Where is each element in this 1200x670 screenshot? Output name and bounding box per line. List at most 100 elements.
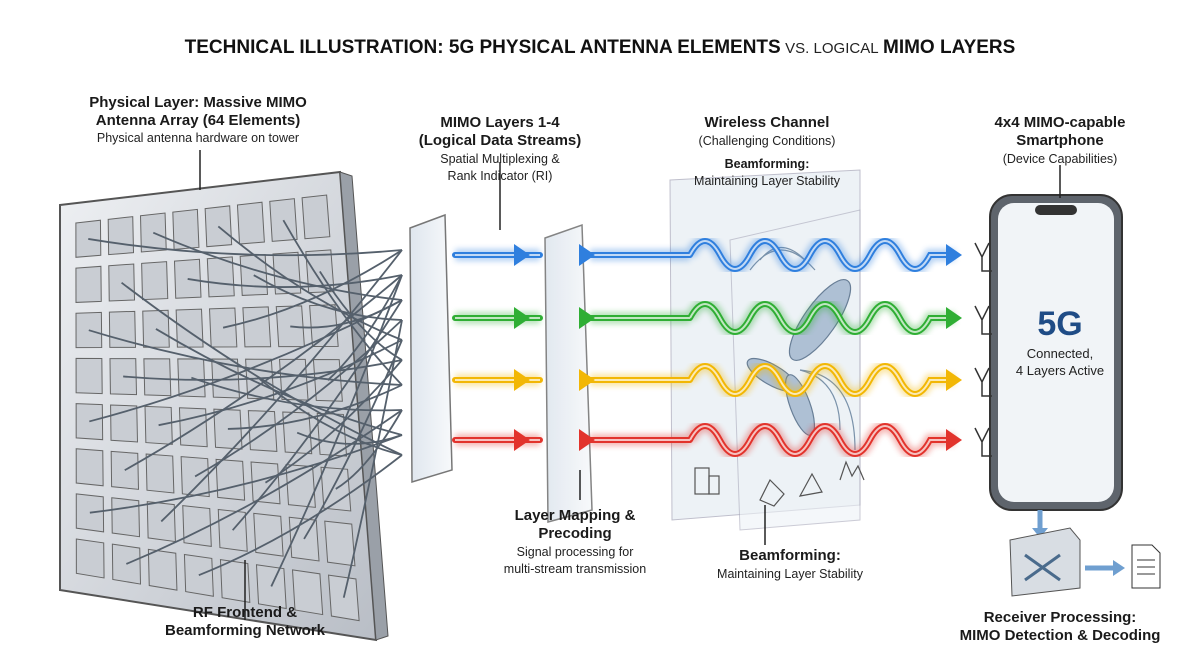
antenna-icon (974, 427, 992, 457)
feed-arrow (259, 378, 403, 456)
antenna-element (75, 265, 102, 303)
antenna-element (180, 456, 210, 498)
beamforming-bottom-sub: Maintaining Layer Stability (717, 567, 864, 581)
antenna-element (328, 574, 360, 622)
screen-status: Connected, (1027, 346, 1094, 361)
feed-arrow (89, 299, 403, 423)
antenna-element (141, 261, 169, 301)
antenna-element (324, 520, 356, 567)
feed-arrow (217, 225, 403, 341)
mapping-sub-2: multi-stream transmission (504, 562, 646, 576)
feed-arrow (342, 319, 403, 598)
antenna-element (253, 512, 284, 557)
screen-5g: 5G (1037, 305, 1082, 343)
document-icon (1131, 544, 1161, 589)
mimo-layer-stream-2 (452, 298, 962, 338)
physical-layer-title: Physical Layer: Massive MIMO (89, 94, 307, 111)
phone-subtitle: (Device Capabilities) (1003, 152, 1118, 166)
antenna-element (75, 538, 105, 579)
rf-frontend-title-2: Beamforming Network (165, 622, 326, 639)
antenna-element (175, 308, 204, 348)
arrow-head (514, 244, 530, 266)
arrow-head (946, 244, 962, 266)
feed-arrow (124, 274, 403, 471)
antenna-element (143, 358, 172, 397)
receive-antennas (974, 242, 992, 457)
antenna-element (178, 407, 208, 448)
antenna-element (250, 461, 281, 505)
antenna-element (110, 404, 139, 443)
feed-arrow (88, 238, 403, 257)
antenna-element (111, 497, 141, 538)
antenna-array (59, 170, 403, 642)
antenna-element (320, 466, 352, 512)
feed-arrow (270, 274, 403, 587)
antenna-element (291, 569, 324, 616)
feed-arrow (319, 270, 403, 361)
feed-arrows (88, 219, 403, 598)
mapping-sub: Signal processing for (517, 545, 634, 559)
beamforming-bottom-title: Beamforming: (739, 547, 841, 564)
antenna-icon (974, 367, 992, 397)
mimo-layer-stream-1 (452, 235, 962, 275)
antenna-element (285, 464, 316, 508)
channel-title: Wireless Channel (705, 114, 830, 131)
shuffle-icon (1024, 553, 1061, 582)
physical-layer-title-2: Antenna Array (64 Elements) (96, 112, 301, 129)
feed-arrow (335, 409, 403, 490)
mimo-layers-sub: Spatial Multiplexing & (440, 152, 560, 166)
mimo-layer-plate (409, 213, 453, 484)
arrow-head (514, 369, 530, 391)
page-title: TECHNICAL ILLUSTRATION: 5G PHYSICAL ANTE… (185, 37, 1016, 58)
antenna-element (215, 458, 246, 501)
arrow-head (579, 307, 595, 329)
mimo-layers-sub-2: Rank Indicator (RI) (448, 169, 553, 183)
antenna-element (239, 254, 269, 296)
feed-arrow (222, 249, 403, 329)
antenna-element (269, 198, 298, 242)
phone-title: 4x4 MIMO-capable (995, 114, 1126, 131)
feed-arrow (187, 274, 403, 288)
mimo-layer-stream-4 (452, 420, 962, 460)
arrow-head (514, 429, 530, 451)
mapping-title: Layer Mapping & (515, 507, 636, 524)
feed-arrow (155, 328, 403, 436)
feed-arrow (303, 339, 403, 540)
antenna-element (204, 205, 233, 248)
phone-title-2: Smartphone (1016, 132, 1104, 149)
feed-arrow (191, 376, 403, 412)
mimo-layers-title: MIMO Layers 1-4 (440, 114, 560, 131)
feed-arrow (327, 274, 403, 381)
physical-layer-subtitle: Physical antenna hardware on tower (97, 131, 299, 145)
antenna-element (247, 410, 278, 452)
arrow-head (946, 369, 962, 391)
mimo-layers-title-2: (Logical Data Streams) (419, 132, 582, 149)
antenna-element (236, 201, 265, 245)
antenna-element (301, 194, 331, 240)
antenna-element (242, 306, 272, 348)
arrow-head (946, 429, 962, 451)
arrow-head (579, 244, 595, 266)
beamforming-label: Beamforming: (725, 157, 810, 171)
antenna-element (108, 263, 136, 302)
receiver-title-2: MIMO Detection & Decoding (960, 627, 1161, 644)
feed-arrow (88, 329, 403, 386)
screen-layers: 4 Layers Active (1016, 363, 1104, 378)
antenna-element (110, 450, 140, 490)
mimo-layer-stream-3 (452, 360, 962, 400)
arrow-head (579, 429, 595, 451)
wireless-channel (669, 169, 865, 531)
mapping-title-2: Precoding (538, 525, 611, 542)
feed-arrow (89, 434, 403, 514)
antenna-element (172, 208, 200, 250)
antenna-element (107, 216, 135, 256)
antenna-element (219, 559, 251, 603)
feed-arrow (152, 231, 403, 301)
antenna-element (309, 304, 339, 348)
antenna-icon (974, 242, 992, 272)
antenna-element (146, 501, 176, 543)
arrow-head (579, 369, 595, 391)
antenna-element (145, 453, 175, 494)
beamforming-sub: Maintaining Layer Stability (694, 174, 841, 188)
